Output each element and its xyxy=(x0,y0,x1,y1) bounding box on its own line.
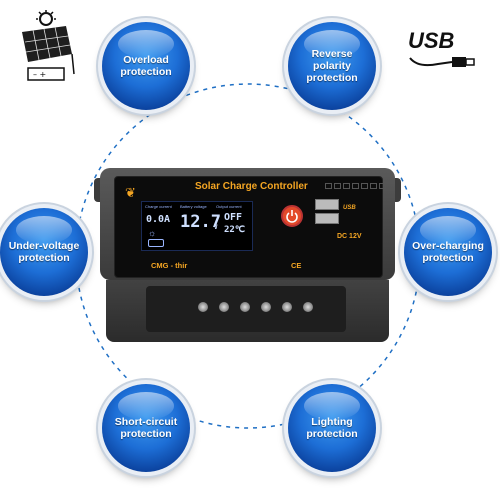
usb-port-2[interactable] xyxy=(315,213,339,224)
battery-voltage-label: Battery voltage xyxy=(180,204,207,209)
over-charging-protection-badge: Over-charging protection xyxy=(404,208,492,296)
badge-label: Short-circuit protection xyxy=(114,416,178,440)
usb-logo-text: USB xyxy=(408,28,455,53)
battery-voltage-value: 12.7 xyxy=(180,212,221,232)
usb-plug-icon xyxy=(409,57,475,67)
output-current-label: Output current xyxy=(216,204,242,209)
lighting-protection-badge: Lighting protection xyxy=(288,384,376,472)
badge-label: Lighting protection xyxy=(306,416,358,440)
sun-icon: ☼ xyxy=(148,228,157,238)
dc-rating: DC 12V xyxy=(337,233,362,240)
solar-panel-icon: – + xyxy=(22,10,75,81)
ce-mark: CE xyxy=(291,261,302,270)
badge-label: Overload protection xyxy=(120,54,172,78)
terminal-bay xyxy=(146,286,346,332)
vent-slots xyxy=(325,183,386,189)
temperature-value: 22℃ xyxy=(224,225,245,235)
controller-faceplate: ❦ Solar Charge Controller Charge current… xyxy=(114,176,386,278)
overload-protection-badge: Overload protection xyxy=(102,22,190,110)
terminal-screw[interactable] xyxy=(219,302,229,312)
terminal-screw[interactable] xyxy=(240,302,250,312)
short-circuit-protection-badge: Short-circuit protection xyxy=(102,384,190,472)
usb-port-label: USB xyxy=(343,205,356,211)
usb-logo-icon: USB xyxy=(408,28,478,75)
charge-controller-device: ❦ Solar Charge Controller Charge current… xyxy=(94,160,401,352)
charge-current-value: 0.0A xyxy=(146,214,171,225)
terminal-screw[interactable] xyxy=(282,302,292,312)
terminal-screw[interactable] xyxy=(198,302,208,312)
badge-label: Reverse polarity protection xyxy=(306,48,358,84)
model-label: CMG - thir xyxy=(151,261,188,270)
badge-label: Over-charging protection xyxy=(412,240,484,264)
badge-label: Under-voltage protection xyxy=(8,240,80,264)
usb-port-1[interactable] xyxy=(315,199,339,210)
power-button-icon[interactable] xyxy=(281,205,303,227)
battery-icon xyxy=(148,239,164,247)
under-voltage-protection-badge: Under-voltage protection xyxy=(0,208,88,296)
reverse-polarity-protection-badge: Reverse polarity protection xyxy=(288,22,376,110)
battery-voltage-unit: V xyxy=(214,224,218,231)
svg-text:– +: – + xyxy=(33,70,46,79)
terminal-screw[interactable] xyxy=(261,302,271,312)
brand-logo-icon: ❦ xyxy=(125,185,136,200)
terminal-screw[interactable] xyxy=(303,302,313,312)
output-status-value: OFF xyxy=(224,212,243,223)
terminal-housing xyxy=(106,280,389,342)
lcd-display: Charge current Battery voltage Output cu… xyxy=(141,201,253,251)
device-title: Solar Charge Controller xyxy=(195,181,308,192)
charge-current-label: Charge current xyxy=(145,204,172,209)
